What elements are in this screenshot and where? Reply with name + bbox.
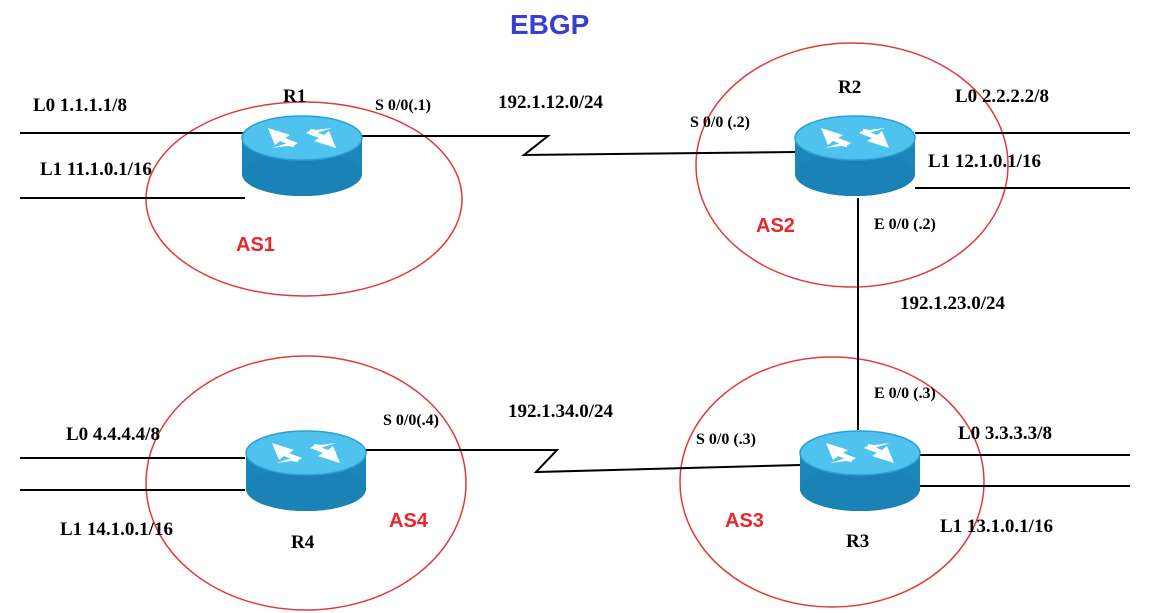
r2-l0-label: L0 2.2.2.2/8 xyxy=(955,86,1049,107)
r4-l0-label: L0 4.4.4.4/8 xyxy=(66,424,160,445)
r1-l0-label: L0 1.1.1.1/8 xyxy=(33,95,127,116)
r3-l1-label: L1 13.1.0.1/16 xyxy=(940,516,1053,537)
r4-serial-label: S 0/0(.4) xyxy=(383,412,439,429)
router-r4-icon xyxy=(245,430,367,512)
router-r3-icon xyxy=(799,430,921,512)
diagram-title: EBGP xyxy=(510,9,590,40)
r2-l1-label: L1 12.1.0.1/16 xyxy=(928,151,1041,172)
as3-boundary xyxy=(679,356,985,608)
network-r3-r4-label: 192.1.34.0/24 xyxy=(508,401,614,422)
r1-name: R1 xyxy=(283,86,307,107)
r4-r3-serial-link xyxy=(365,449,801,474)
as4-label: AS4 xyxy=(389,510,428,532)
r3-name: R3 xyxy=(846,531,870,552)
network-r1-r2-label: 192.1.12.0/24 xyxy=(498,92,604,113)
r3-eth-label: E 0/0 (.3) xyxy=(874,385,936,402)
r4-l1-label: L1 14.1.0.1/16 xyxy=(60,519,173,540)
r4-name: R4 xyxy=(291,532,315,553)
as2-label: AS2 xyxy=(756,215,795,237)
as2-boundary xyxy=(695,42,1009,288)
r2-serial-label: S 0/0 (.2) xyxy=(690,114,750,131)
router-r1-icon xyxy=(241,115,363,197)
as3-label: AS3 xyxy=(725,510,764,532)
r3-l0-label: L0 3.3.3.3/8 xyxy=(958,423,1052,444)
as1-label: AS1 xyxy=(236,234,275,256)
r2-name: R2 xyxy=(838,77,862,98)
r1-r2-serial-link xyxy=(362,135,796,157)
router-r2-icon xyxy=(794,115,916,197)
network-r2-r3-label: 192.1.23.0/24 xyxy=(900,293,1006,314)
r1-l1-label: L1 11.1.0.1/16 xyxy=(40,159,152,180)
r1-serial-label: S 0/0(.1) xyxy=(375,97,431,114)
r2-eth-label: E 0/0 (.2) xyxy=(874,216,936,233)
r3-serial-label: S 0/0 (.3) xyxy=(696,431,756,448)
as4-boundary xyxy=(145,355,467,611)
